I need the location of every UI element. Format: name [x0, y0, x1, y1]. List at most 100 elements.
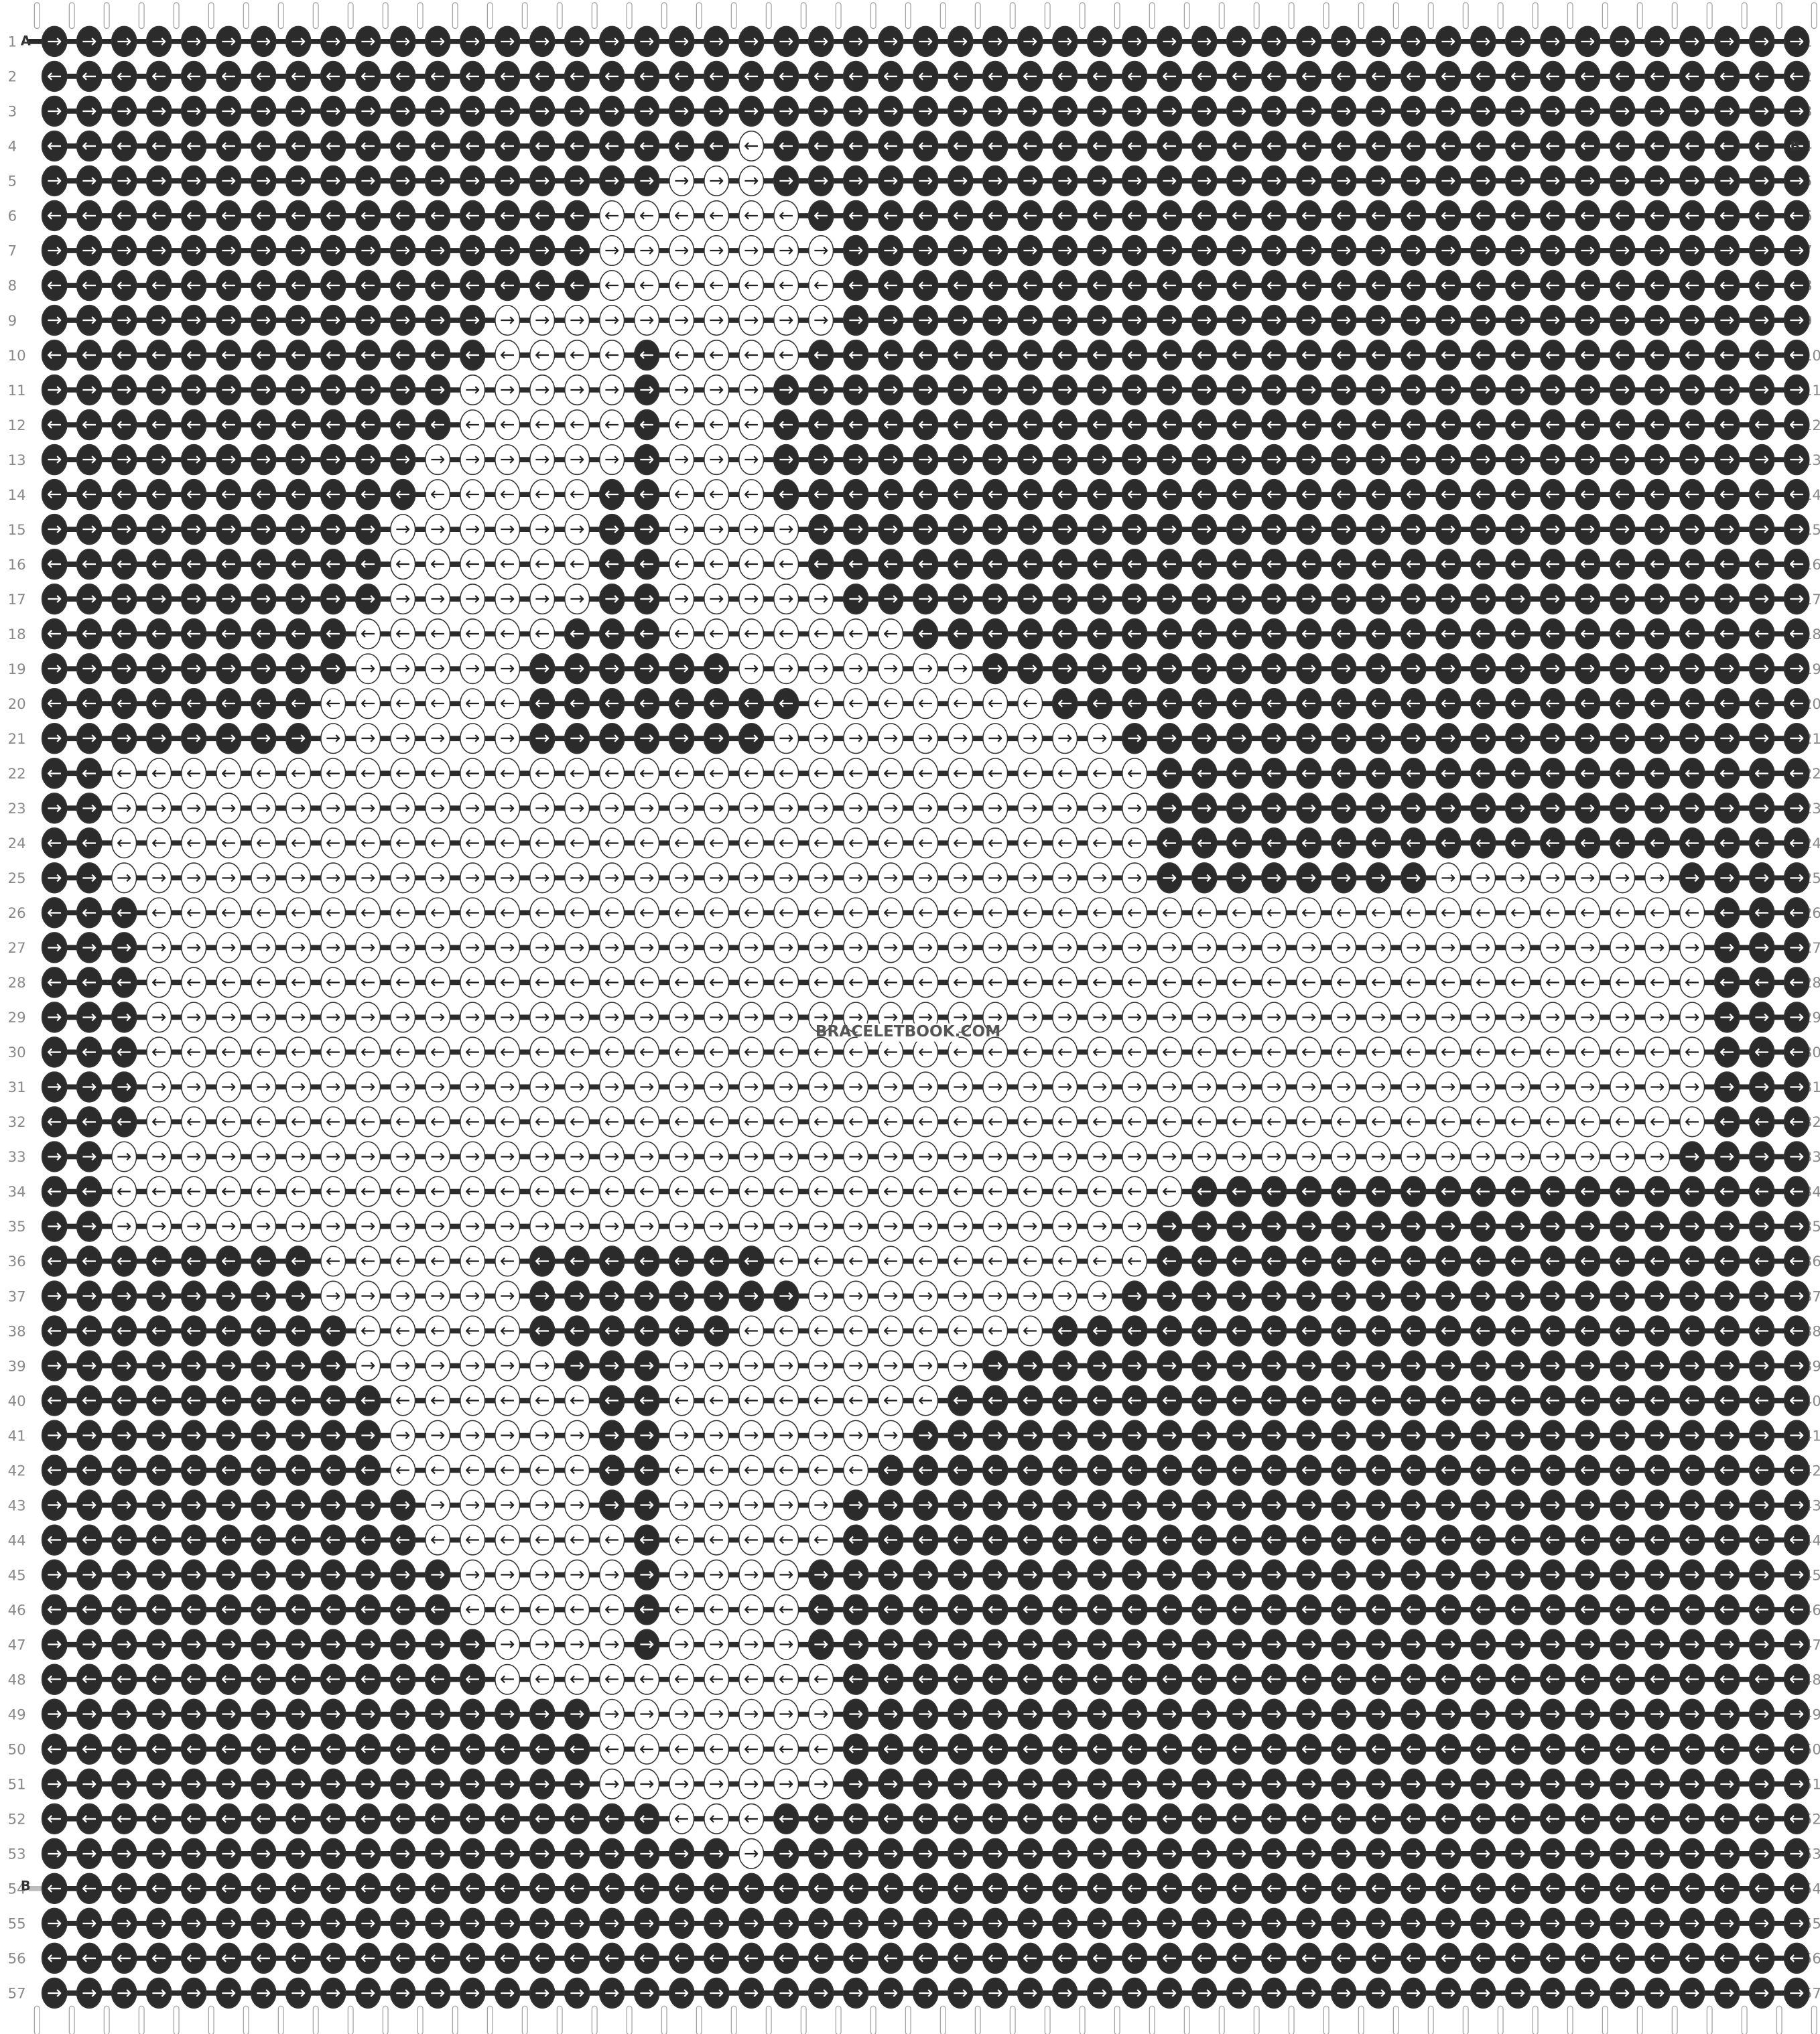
knot-backward: ←	[1644, 130, 1671, 162]
left-arrow-icon: ←	[779, 345, 794, 366]
right-arrow-icon: →	[744, 1007, 759, 1028]
knot-forward: →	[41, 444, 68, 476]
right-arrow-icon: →	[1266, 519, 1282, 540]
knot-backward: ←	[807, 130, 834, 162]
left-arrow-icon: ←	[291, 415, 306, 435]
left-arrow-icon: ←	[639, 972, 655, 993]
right-arrow-icon: →	[465, 100, 480, 121]
knot-backward: ←	[1504, 200, 1531, 232]
right-arrow-icon: →	[151, 450, 167, 470]
knot-bead	[1051, 25, 1078, 58]
knot-backward: ←	[424, 409, 451, 441]
knot-backward: ←	[1330, 339, 1357, 371]
right-arrow-icon: →	[430, 380, 446, 401]
knot-forward: →	[1470, 1002, 1496, 1033]
right-arrow-icon: →	[1301, 100, 1317, 121]
knot-backward: ←	[390, 758, 416, 789]
strand-stub-top	[1183, 2, 1190, 29]
knot-backward: ←	[773, 758, 799, 789]
knot-backward: ←	[459, 60, 486, 92]
row-number-left: 33	[8, 1149, 26, 1166]
right-arrow-icon: →	[1580, 1007, 1596, 1028]
knot-backward: ←	[459, 130, 486, 162]
left-arrow-icon: ←	[221, 554, 237, 575]
right-arrow-icon: →	[535, 728, 550, 749]
left-arrow-icon: ←	[1057, 624, 1073, 645]
right-arrow-icon: →	[186, 798, 202, 819]
right-arrow-icon: →	[1162, 170, 1177, 191]
right-arrow-icon: →	[1406, 31, 1421, 52]
right-arrow-icon: →	[1615, 798, 1630, 819]
row-number-left: 47	[8, 1637, 26, 1653]
right-arrow-icon: →	[395, 1007, 411, 1028]
right-arrow-icon: →	[1545, 380, 1561, 401]
right-arrow-icon: →	[535, 798, 550, 819]
right-arrow-icon: →	[814, 798, 829, 819]
knot-forward: →	[1226, 793, 1252, 824]
right-arrow-icon: →	[988, 450, 1003, 470]
right-arrow-icon: →	[709, 728, 724, 749]
knot-backward: ←	[41, 130, 68, 162]
right-arrow-icon: →	[361, 728, 376, 749]
knot-backward: ←	[355, 688, 381, 720]
right-arrow-icon: →	[186, 728, 202, 749]
knot-backward: ←	[180, 339, 207, 371]
knot-backward: ←	[843, 688, 869, 720]
knot-backward: ←	[877, 269, 904, 301]
knot-backward: ←	[111, 758, 137, 789]
knot-backward: ←	[76, 758, 103, 789]
right-arrow-icon: →	[953, 31, 968, 52]
right-arrow-icon: →	[1615, 937, 1630, 958]
knot-backward: ←	[494, 60, 521, 92]
knot-forward: →	[1609, 444, 1636, 476]
left-arrow-icon: ←	[1510, 135, 1526, 156]
knot-forward: →	[285, 1002, 312, 1033]
left-arrow-icon: ←	[1615, 484, 1630, 505]
right-arrow-icon: →	[1301, 659, 1317, 679]
left-arrow-icon: ←	[1127, 693, 1143, 714]
strand-stub-top	[1358, 2, 1364, 29]
left-arrow-icon: ←	[1441, 693, 1456, 714]
left-arrow-icon: ←	[1023, 484, 1038, 505]
row-number-left: 57	[8, 1986, 26, 2003]
left-arrow-icon: ←	[674, 135, 690, 156]
knot-forward: →	[460, 793, 486, 824]
left-arrow-icon: ←	[1232, 484, 1247, 505]
knot-forward: →	[1435, 234, 1461, 267]
right-arrow-icon: →	[779, 380, 794, 401]
right-arrow-icon: →	[1266, 170, 1282, 191]
right-arrow-icon: →	[918, 868, 933, 888]
right-arrow-icon: →	[1441, 589, 1456, 610]
knot-backward: ←	[1226, 758, 1252, 789]
left-arrow-icon: ←	[1232, 1042, 1247, 1063]
knot-backward: ←	[634, 1036, 660, 1068]
left-arrow-icon: ←	[1754, 66, 1770, 86]
knot-backward: ←	[1122, 758, 1148, 789]
knot-forward: →	[1435, 793, 1461, 824]
right-arrow-icon: →	[535, 937, 550, 958]
right-arrow-icon: →	[1406, 798, 1421, 819]
left-arrow-icon: ←	[1754, 135, 1770, 156]
left-arrow-icon: ←	[256, 833, 271, 854]
knot-backward: ←	[843, 758, 869, 789]
knot-backward: ←	[877, 60, 904, 92]
knot-bead	[1191, 25, 1218, 58]
knot-forward: →	[1121, 583, 1148, 615]
knot-forward: →	[669, 1071, 695, 1103]
left-arrow-icon: ←	[186, 624, 202, 645]
left-arrow-icon: ←	[291, 554, 306, 575]
left-arrow-icon: ←	[1406, 833, 1421, 854]
knot-forward: →	[354, 374, 381, 406]
knot-forward: →	[1470, 583, 1496, 615]
left-arrow-icon: ←	[779, 833, 794, 854]
right-arrow-icon: →	[1406, 519, 1421, 540]
knot-backward: ←	[1713, 967, 1740, 998]
knot-backward: ←	[1644, 409, 1671, 441]
knot-backward: ←	[495, 479, 521, 511]
knot-forward: →	[1504, 513, 1531, 545]
left-arrow-icon: ←	[1336, 554, 1352, 575]
knot-backward: ←	[1295, 409, 1322, 441]
knot-forward: →	[773, 1071, 799, 1103]
knot-forward: →	[1017, 444, 1043, 476]
knot-forward: →	[1539, 25, 1566, 58]
